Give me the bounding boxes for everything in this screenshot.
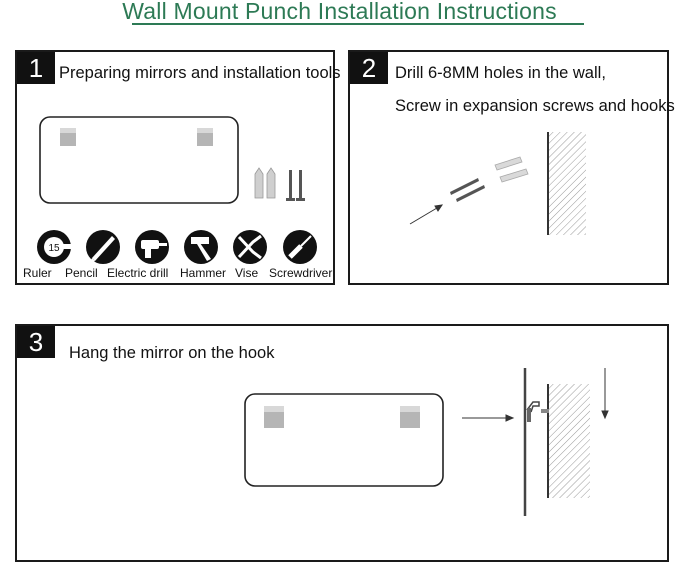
pencil-icon [86,230,120,264]
page-title: Wall Mount Punch Installation Instructio… [122,0,557,24]
mirror-outline [244,393,444,487]
screw-icon [286,170,305,201]
arrow-down-icon [601,368,609,420]
step-1-illustration: 15 [37,116,317,264]
step-3-panel: 3 Hang the mirror on the hook [15,324,669,562]
mirror-outline [39,116,239,204]
tool-label-electric-drill: Electric drill [107,266,169,280]
step-3-heading: Hang the mirror on the hook [69,344,275,362]
step-3-badge: 3 [17,326,55,358]
tool-label-hammer: Hammer [180,266,227,280]
electric-drill-icon [135,230,169,264]
arrow-icon [409,204,444,225]
step-2-illustration [409,132,586,235]
step-1-badge: 1 [17,52,55,84]
hook-icon [526,401,540,413]
step-3-illustration [244,368,609,516]
tool-label-vise: Vise [235,266,259,280]
step-1-panel: 1 Preparing mirrors and installation too… [15,50,341,285]
screwdriver-icon [283,230,317,264]
step-2-heading-line1: Drill 6-8MM holes in the wall, [395,64,606,82]
expansion-anchor-icon [254,167,276,199]
svg-text:15: 15 [48,243,60,254]
tool-label-screwdriver: Screwdriver [269,266,333,280]
pliers-icon [233,230,267,264]
tool-label-ruler: Ruler [23,266,52,280]
step-2-badge: 2 [350,52,388,84]
tool-label-pencil: Pencil [65,266,98,280]
tape-measure-icon: 15 [37,230,75,264]
title-underline [132,23,584,25]
hammer-icon [184,230,218,264]
screw-icon [450,178,485,202]
expansion-anchor-icon [494,156,529,183]
step-2-panel: 2 Drill 6-8MM holes in the wall, Screw i… [348,50,675,285]
step-2-heading-line2: Screw in expansion screws and hooks [395,97,675,115]
wall-icon [548,384,590,498]
wall-icon [548,132,586,235]
step-1-heading: Preparing mirrors and installation tools [59,64,341,82]
arrow-icon [462,414,515,422]
